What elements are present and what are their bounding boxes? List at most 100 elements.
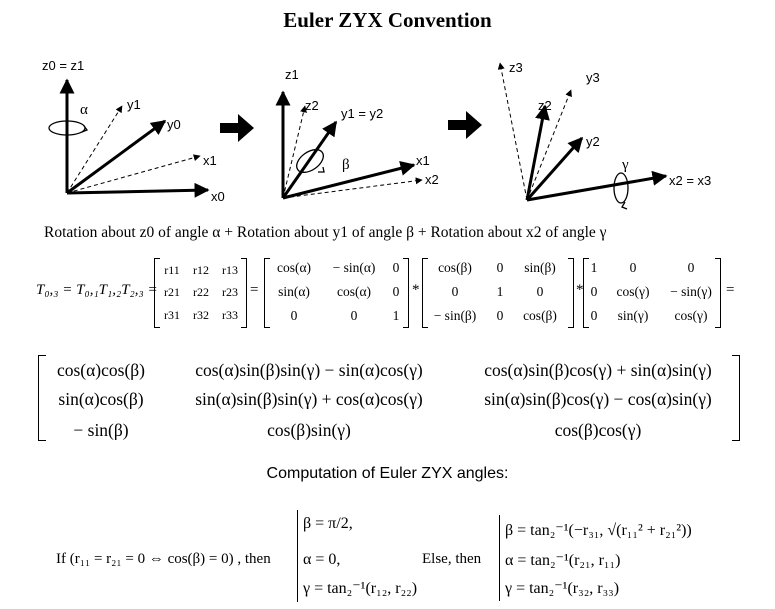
x1-axis-2 [282,161,416,200]
z3-label: z3 [509,60,523,75]
z0-label: z0 = z1 [42,58,84,73]
else-condition: Else, then [422,551,482,567]
z2-label-3: z2 [538,98,552,113]
r-matrix-cell: r31 [164,308,180,322]
equals-sign: = [250,282,259,298]
else-line-alpha: α = tan₂⁻¹(r₂₁, r₁₁) [505,552,621,569]
rx-cell: − sin(γ) [670,284,712,299]
x0-axis [66,182,210,198]
result-matrix-cell: sin(α)sin(β)cos(γ) − cos(α)sin(γ) [484,389,712,409]
alpha-label: α [80,102,88,118]
if-line-alpha: α = 0, [303,551,341,568]
z2-axis-3 [525,104,550,201]
frame3: z3 z2 y3 y2 x2 = x3 γ [497,60,711,210]
rx-right-bracket [715,258,721,328]
x1-axis [66,154,201,194]
rx-left-bracket [583,258,589,328]
rz-cell: 0 [392,284,400,299]
result-right-bracket [732,355,740,441]
if-line-gamma: γ = tan₂⁻¹(r₁₂, r₂₂) [303,580,418,597]
sequence-arrow-icon-2 [448,111,482,139]
rx-cell: 0 [590,284,598,299]
rz-cell: 1 [392,308,400,323]
result-matrix-cell: cos(α)sin(β)sin(γ) − sin(α)cos(γ) [195,360,423,380]
rz-cell: cos(α) [276,260,312,275]
x2-x3-label: x2 = x3 [669,173,711,188]
y2-label: y2 [586,134,600,149]
result-matrix-cell: cos(β)sin(γ) [267,420,351,440]
y3-axis [526,89,572,201]
r-matrix-cell: r13 [222,263,238,277]
y1-axis [66,105,123,194]
x1-label: x1 [203,153,217,168]
y1-axis-2 [281,120,338,199]
ry-cell: 0 [496,260,504,275]
result-left-bracket [38,355,46,441]
y3-label: y3 [586,70,600,85]
if-condition: If (r₁₁ = r₂₁ = 0 ⇔ cos(β) = 0) , then [56,551,271,567]
result-matrix-cell: − sin(β) [73,420,129,440]
sequence-arrow-icon [220,114,254,142]
z2-axis [282,105,307,199]
y2-axis [525,136,584,201]
equals-sign-2: = [726,282,735,298]
ry-left-bracket [422,258,428,328]
rx-cell: 1 [590,260,598,275]
rz-cell: 0 [290,308,298,323]
rz-cell: − sin(α) [332,260,376,275]
rx-cell: 0 [629,260,637,275]
rz-cell: 0 [392,260,400,275]
rotation-description: Rotation about z0 of angle α + Rotation … [44,224,607,241]
rz-cell: sin(α) [278,284,310,299]
result-matrix-cell: cos(α)sin(β)cos(γ) + sin(α)sin(γ) [484,360,712,380]
rz-cell: 0 [350,308,358,323]
else-line-gamma: γ = tan₂⁻¹(r₃₂, r₃₃) [505,580,620,597]
if-case-brace [297,510,298,602]
z3-axis [497,62,528,201]
ry-right-bracket [568,258,574,328]
beta-rotation-icon [296,149,324,173]
ry-cell: cos(β) [438,260,472,275]
x2-x3-axis [526,170,668,202]
result-matrix-cell: cos(β)cos(γ) [554,420,642,440]
result-matrix-cell: sin(α)sin(β)sin(γ) + cos(α)cos(γ) [195,389,423,409]
x2-label: x2 [425,172,439,187]
ry-cell: 0 [536,284,544,299]
rx-cell: 0 [687,260,695,275]
rz-right-bracket [403,258,409,328]
ry-cell: 0 [451,284,459,299]
frame2: z1 z2 y1 = y2 x1 x2 β [275,67,439,200]
times-sign-1: * [412,282,420,298]
gamma-rotation-icon [613,172,629,204]
computation-title: Computation of Euler ZYX angles: [266,465,509,482]
ry-cell: sin(β) [524,260,556,275]
times-sign-2: * [576,282,584,298]
rz-cell: cos(α) [336,284,372,299]
else-line-beta: β = tan₂⁻¹(−r₃₁, √(r₁₁² + r₂₁²)) [505,522,692,539]
ry-cell: 0 [496,308,504,323]
ry-cell: cos(β) [523,308,557,323]
page-title: Euler ZYX Convention [283,8,492,32]
r-matrix-cell: r32 [193,308,209,322]
r-matrix-left-bracket [154,258,160,328]
r-matrix-cell: r33 [222,308,238,322]
y1-y2-label: y1 = y2 [341,106,383,121]
rx-cell: cos(γ) [616,284,650,299]
r-matrix-cell: r23 [222,285,238,299]
else-case-brace [499,515,500,601]
r-matrix-cell: r12 [193,263,209,277]
rx-cell: sin(γ) [617,308,649,323]
x2-axis [282,177,423,199]
r-matrix-cell: r11 [164,263,180,277]
result-matrix-cell: cos(α)cos(β) [56,360,146,380]
z2-label: z2 [305,98,319,113]
rx-cell: 0 [590,308,598,323]
r-matrix-right-bracket [241,258,247,328]
ry-cell: − sin(β) [433,308,477,323]
z1-label: z1 [285,67,299,82]
frame1: z0 = z1 y1 y0 x1 x0 α [42,58,225,204]
gamma-label: γ [621,157,629,173]
rz-left-bracket [264,258,270,328]
ry-cell: 1 [496,284,504,299]
frame-diagram: z0 = z1 y1 y0 x1 x0 α z1 z2 y1 = y2 x1 x… [42,58,711,210]
